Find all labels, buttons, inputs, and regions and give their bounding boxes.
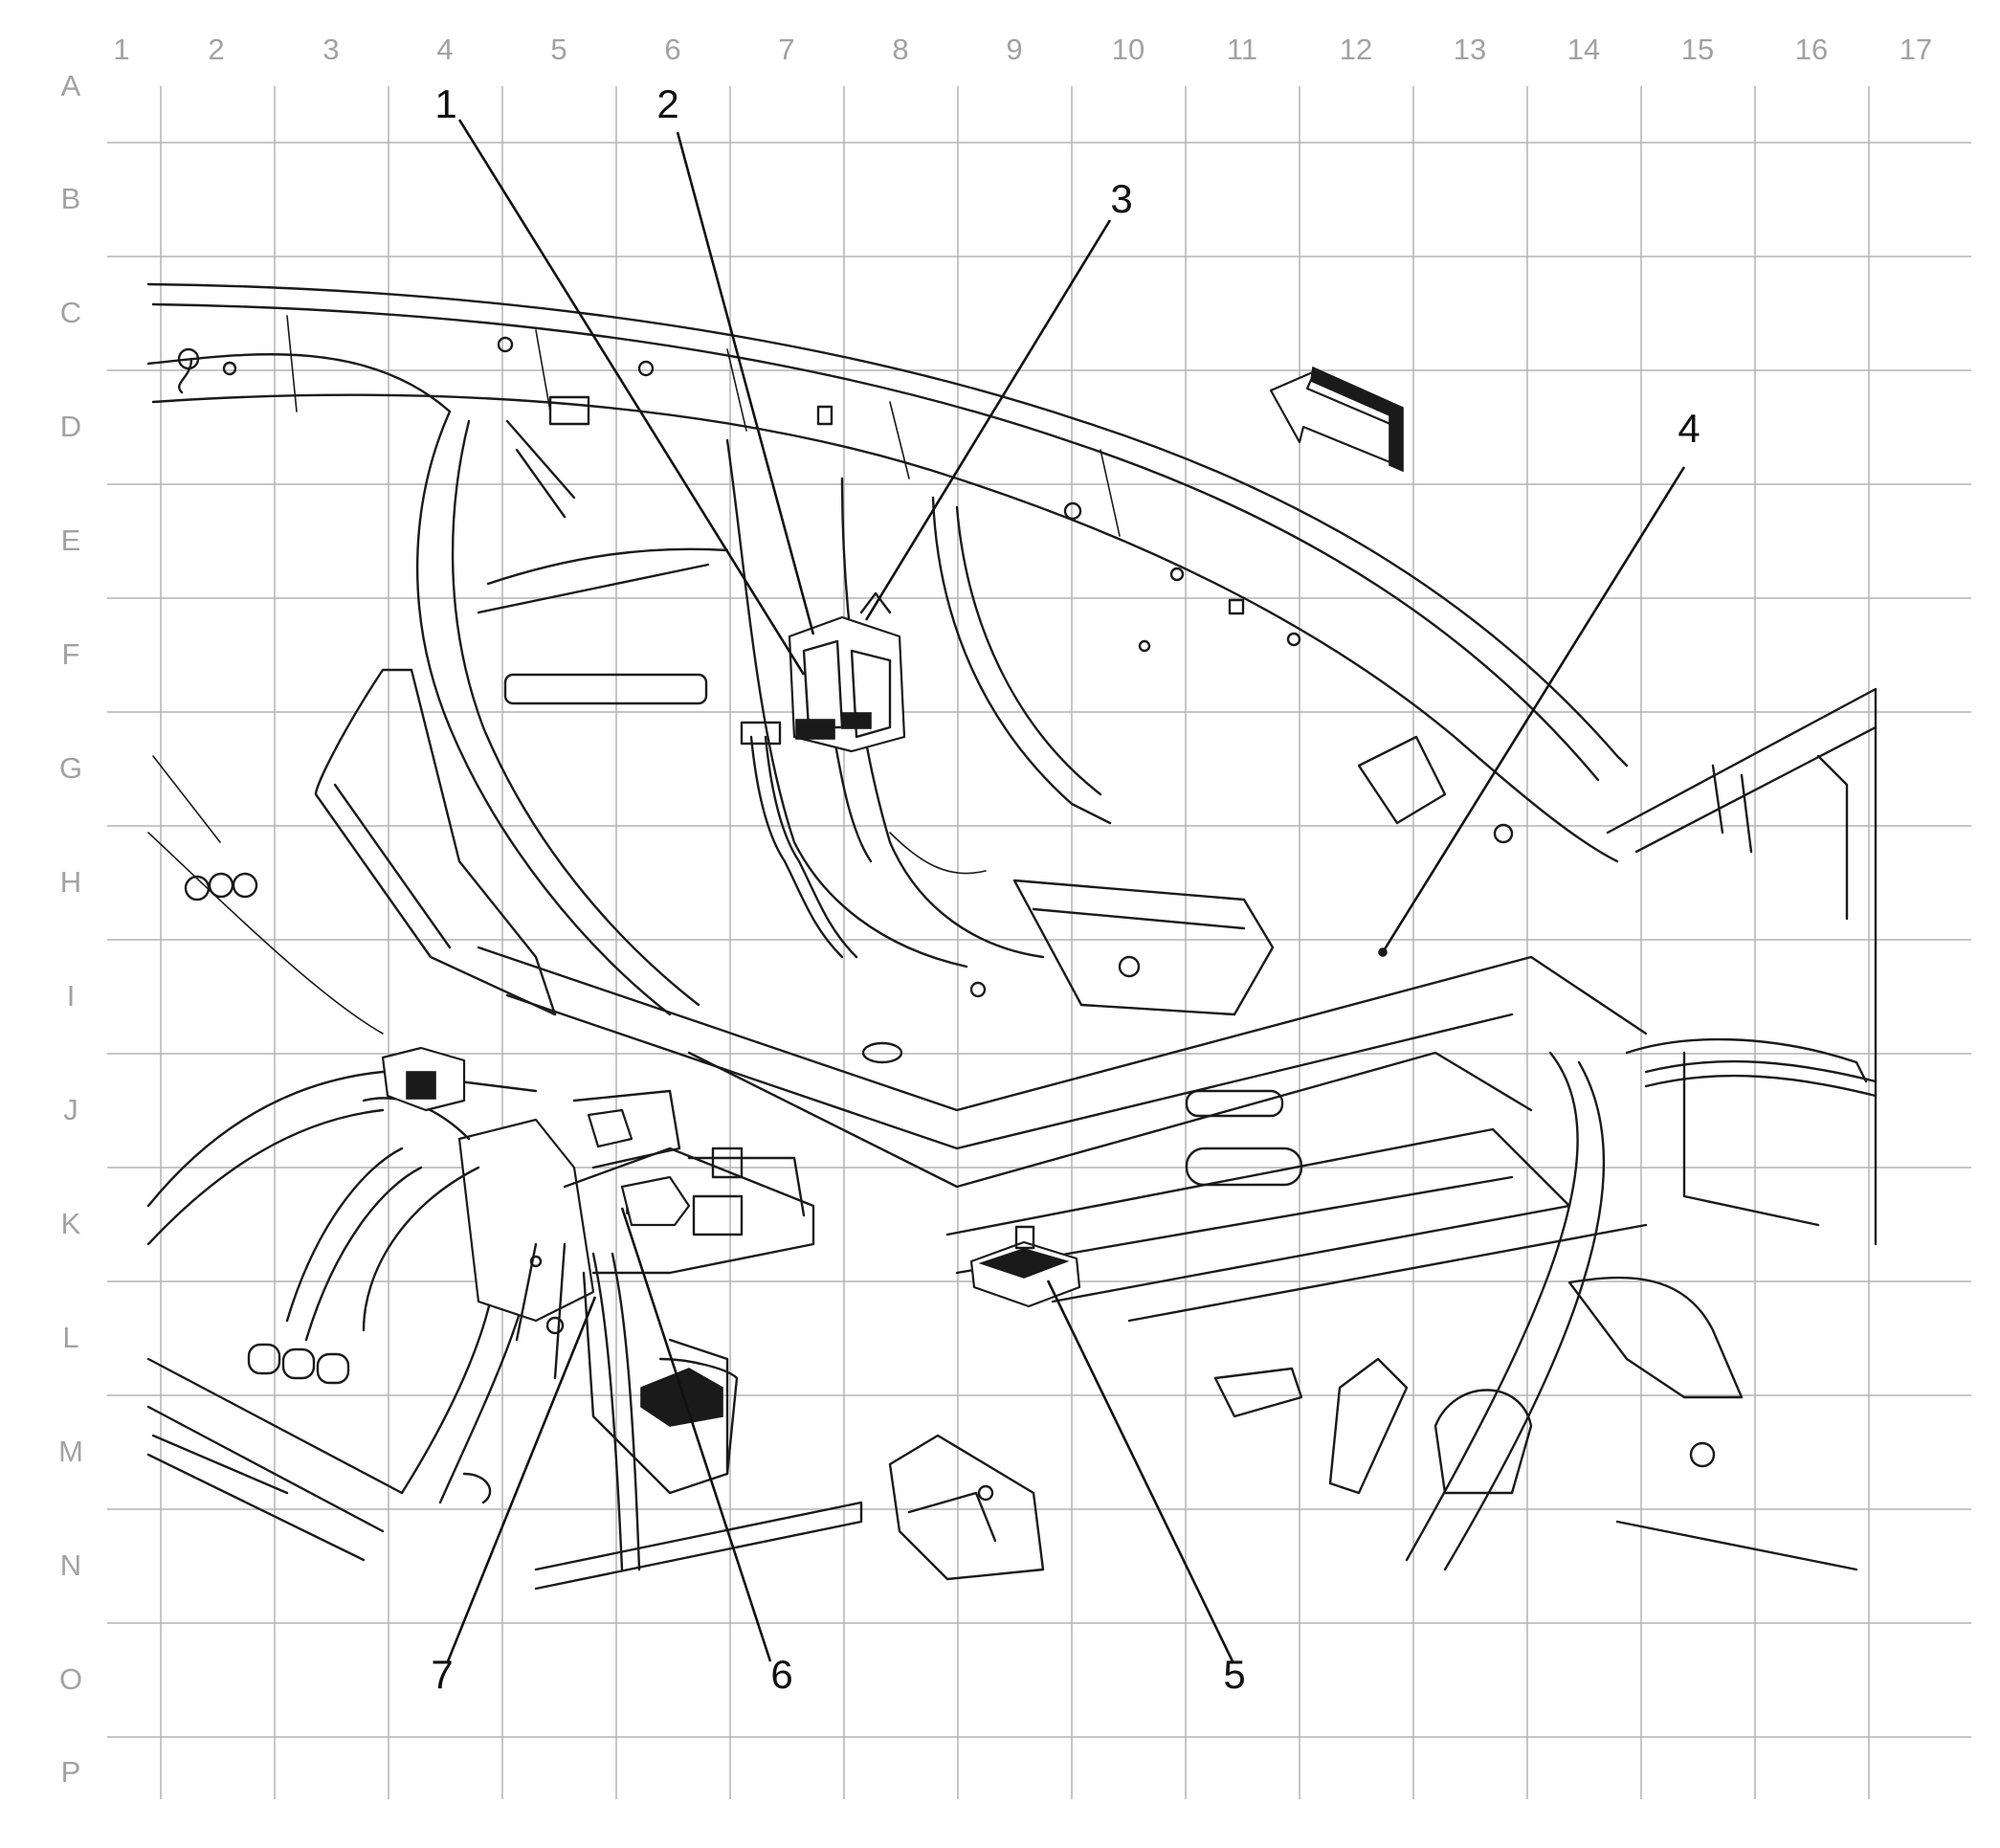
column-label-5: 5 [550,33,567,66]
vehicle-structure-drawing [146,282,1878,1591]
column-label-13: 13 [1454,33,1486,66]
center-console-bracket [362,1089,1409,1591]
row-label-l: L [62,1321,78,1354]
callout-4: 4 [1678,406,1700,451]
callout-5: 5 [1223,1652,1245,1697]
column-label-9: 9 [1006,33,1022,66]
column-label-16: 16 [1795,33,1828,66]
column-label-10: 10 [1112,33,1144,66]
row-label-c: C [60,296,81,329]
row-label-e: E [61,523,81,557]
row-label-a: A [61,69,81,102]
row-label-m: M [58,1435,83,1468]
grid-vertical-lines [160,86,1870,1799]
forward-direction-arrow-icon [1269,366,1404,473]
seat-connector-group [381,1046,744,1427]
column-label-2: 2 [208,33,224,66]
rocker-and-floor [477,879,1648,1323]
callout-1: 1 [434,81,456,126]
column-label-7: 7 [778,33,794,66]
row-label-n: N [60,1548,81,1582]
wiring-harness [362,725,1878,1571]
grid-row-labels: A B C D E F G H I J K L M N O P [58,69,83,1789]
column-label-3: 3 [322,33,339,66]
row-label-p: P [61,1755,81,1789]
callout-6: 6 [770,1652,792,1697]
center-pillar [725,438,1112,969]
column-label-14: 14 [1567,33,1600,66]
column-label-6: 6 [664,33,680,66]
row-label-k: K [61,1207,81,1240]
column-label-8: 8 [892,33,908,66]
row-label-o: O [59,1662,82,1696]
leader-line-3 [864,219,1112,621]
electrical-components [381,591,1081,1427]
row-label-h: H [60,865,81,899]
callout-7: 7 [431,1652,453,1697]
leader-line-4 [1381,466,1686,953]
row-label-d: D [60,410,81,443]
grid-column-labels: 1 2 3 4 5 6 7 8 9 10 11 12 13 14 15 16 1… [113,33,1932,66]
row-label-f: F [62,637,80,671]
row-label-g: G [59,751,82,785]
row-label-i: I [67,979,76,1013]
column-label-12: 12 [1340,33,1372,66]
locator-grid: 1 2 3 4 5 6 7 8 9 10 11 12 13 14 15 16 1… [58,33,1971,1799]
leader-line-2 [676,131,815,635]
left-floor-and-rail [146,1070,538,1562]
grid-horizontal-lines [107,142,1971,1738]
leader-line-1 [457,119,806,676]
left-body-side-panel [146,347,729,1035]
row-label-b: B [61,182,81,215]
pillar-connector-cluster [788,591,906,753]
floor-module [969,1225,1081,1308]
column-label-1: 1 [113,33,129,66]
callout-labels: 1 2 3 4 5 6 7 [431,81,1700,1697]
column-label-17: 17 [1900,33,1932,66]
column-label-4: 4 [436,33,453,66]
callout-3: 3 [1110,176,1132,221]
rear-quarter-structure [1405,687,1878,1571]
leader-line-7 [446,1296,597,1662]
row-label-j: J [63,1093,78,1126]
column-label-15: 15 [1681,33,1714,66]
callout-2: 2 [656,81,678,126]
callout-leader-lines [446,119,1686,1662]
leader-line-5 [1046,1280,1234,1662]
column-label-11: 11 [1227,33,1257,66]
leader-line-6 [620,1207,772,1662]
roof-rail [146,282,1629,863]
